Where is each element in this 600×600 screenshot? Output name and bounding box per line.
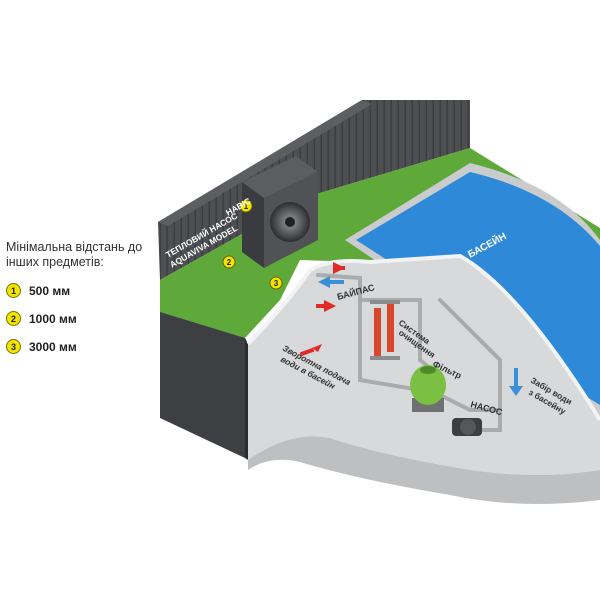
legend-badge-1: 1 — [6, 283, 21, 298]
blue-arrow-top — [318, 276, 344, 288]
ground-block-bottom — [245, 338, 248, 460]
blue-arrow-intake — [509, 368, 523, 396]
filter-tank — [410, 365, 446, 412]
marker-2-label: 2 — [227, 258, 232, 267]
distance-marker-1: 1 — [239, 199, 253, 213]
marker-3-label: 3 — [274, 279, 279, 288]
cleaning-system — [370, 300, 400, 360]
red-arrow-return — [299, 344, 322, 357]
red-arrow-mid — [316, 300, 336, 312]
distance-marker-2: 2 — [222, 255, 236, 269]
red-arrow-top — [333, 262, 345, 274]
marker-1-label: 1 — [244, 202, 249, 211]
distance-marker-3: 3 — [269, 276, 283, 290]
legend-item: 1 500 мм — [6, 283, 156, 298]
cavity-rim — [246, 253, 600, 422]
ground-block-side — [160, 312, 245, 458]
pump — [452, 418, 482, 436]
legend-item: 3 3000 мм — [6, 339, 156, 354]
legend-item: 2 1000 мм — [6, 311, 156, 326]
legend-value: 500 мм — [29, 283, 71, 298]
fence-top — [158, 100, 372, 226]
legend-value: 1000 мм — [29, 311, 77, 326]
legend-badge-3: 3 — [6, 339, 21, 354]
legend-value: 3000 мм — [29, 339, 77, 354]
legend-title: Мінімальна відстань до інших предметів: — [6, 240, 143, 269]
legend-badge-2: 2 — [6, 311, 21, 326]
distance-legend: Мінімальна відстань до інших предметів: … — [6, 240, 156, 354]
cavity-floor — [248, 436, 600, 504]
